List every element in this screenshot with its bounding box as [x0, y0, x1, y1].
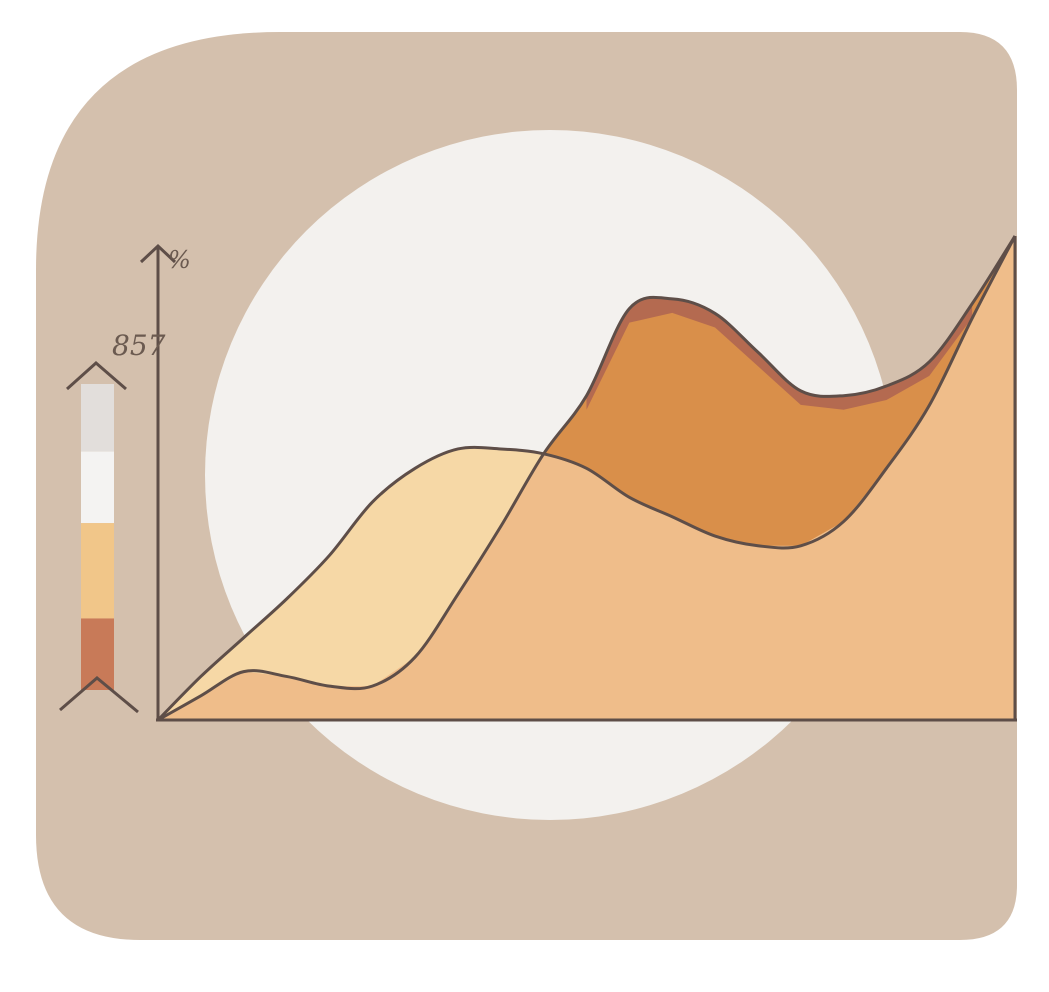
up-chevron-icon — [65, 361, 127, 391]
legend-bar-segment-2 — [81, 451, 114, 524]
legend-bar-segment-3 — [81, 523, 114, 619]
series-1-line — [156, 235, 1017, 722]
legend-bar — [81, 384, 114, 690]
value-label: 857 — [112, 329, 166, 362]
area-series-1-highlight — [158, 447, 544, 720]
legend-bar-segment-1 — [81, 384, 114, 452]
y-axis-arrow-icon — [139, 243, 177, 264]
unit-label: % — [168, 246, 191, 274]
down-chevron-icon — [59, 676, 139, 714]
axes — [139, 236, 1017, 722]
series-2-line — [157, 235, 1017, 722]
